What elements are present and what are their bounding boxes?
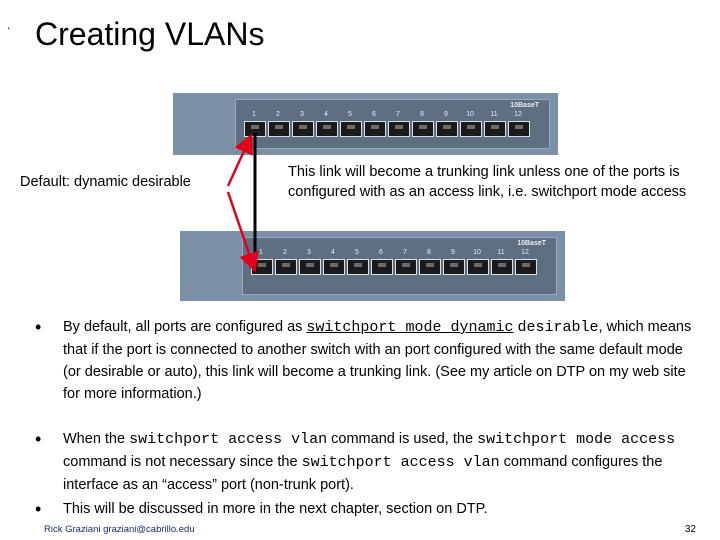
port-number-label: 3 [300,111,304,118]
ethernet-port-6 [364,121,386,137]
port-number-label: 4 [331,249,335,256]
port-number-label: 7 [403,249,407,256]
ethernet-port-10 [460,121,482,137]
port-number-label: 1 [259,249,263,256]
ethernet-port-2 [275,259,297,275]
switch-bottom-brand: 10BaseT [517,240,546,247]
default-mode-label: Default: dynamic desirable [20,174,191,190]
ethernet-port-11 [484,121,506,137]
ethernet-port-12 [515,259,537,275]
code-switchport-mode-access: switchport mode access [477,431,676,448]
code-switchport-access-vlan-2: switchport access vlan [301,454,500,471]
slide-title: Creating VLANs [35,16,265,52]
ethernet-port-9 [436,121,458,137]
bullet-1-text: By default, all ports are configured as … [63,319,692,402]
ethernet-port-10 [467,259,489,275]
ethernet-port-4 [323,259,345,275]
arrow-to-top-port [226,133,253,187]
bullet-marker: • [35,429,42,449]
bullet-3-text: This will be discussed in more in the ne… [63,501,488,517]
port-number-label: 11 [490,111,498,118]
ethernet-port-3 [299,259,321,275]
port-number-label: 6 [372,111,376,118]
ethernet-port-2 [268,121,290,137]
code-switchport-access-vlan: switchport access vlan [129,431,328,448]
port-number-label: 2 [283,249,287,256]
port-number-label: 5 [355,249,359,256]
port-number-label: 9 [451,249,455,256]
trunk-annotation: This link will become a trunking link un… [288,164,687,200]
port-number-label: 10 [466,111,474,118]
ethernet-port-7 [395,259,417,275]
ethernet-port-8 [412,121,434,137]
port-number-label: 1 [252,111,256,118]
ethernet-port-5 [347,259,369,275]
port-number-label: 4 [324,111,328,118]
ethernet-port-8 [419,259,441,275]
port-number-label: 9 [444,111,448,118]
code-desirable: desirable [517,319,599,336]
ethernet-port-4 [316,121,338,137]
port-number-label: 11 [497,249,505,256]
page-number: 32 [684,524,696,535]
ethernet-port-9 [443,259,465,275]
ethernet-port-5 [340,121,362,137]
port-number-label: 7 [396,111,400,118]
ethernet-port-12 [508,121,530,137]
bullet-marker: • [35,499,42,519]
port-number-label: 12 [514,111,522,118]
footer-author: Rick Graziani graziani@cabrillo.edu [44,524,195,535]
bullet-marker: • [35,317,42,337]
port-number-label: 5 [348,111,352,118]
port-number-label: 3 [307,249,311,256]
port-number-label: 6 [379,249,383,256]
ethernet-port-7 [388,121,410,137]
ethernet-port-6 [371,259,393,275]
port-number-label: 8 [427,249,431,256]
bullet-2-text: When the switchport access vlan command … [63,431,676,493]
port-number-label: 2 [276,111,280,118]
port-number-label: 8 [420,111,424,118]
code-switchport-mode-dynamic: switchport mode dynamic [306,319,514,336]
port-number-label: 10 [473,249,481,256]
ethernet-port-11 [491,259,513,275]
switch-top-brand: 10BaseT [510,102,539,109]
ethernet-port-3 [292,121,314,137]
corner-mark: . [7,18,11,32]
arrow-to-bottom-port [226,191,259,273]
port-number-label: 12 [521,249,529,256]
